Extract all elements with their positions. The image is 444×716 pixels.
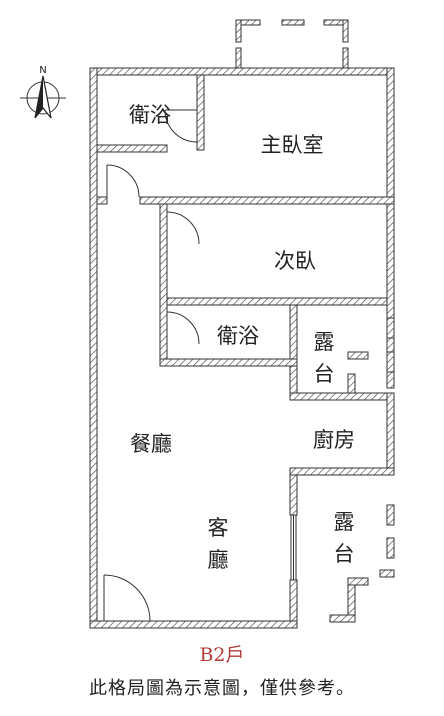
top-bay-window (235, 19, 349, 69)
compass-north-label: N (39, 65, 46, 76)
living-window (290, 514, 297, 581)
door-icon (106, 164, 140, 198)
room-label-dining: 餐廳 (130, 432, 172, 456)
room-label-second-bedroom: 次臥 (274, 249, 316, 273)
room-label-living: 廳 (208, 548, 229, 572)
room-label-bath-2: 衛浴 (217, 324, 259, 348)
room-label-bath-1: 衛浴 (129, 103, 171, 127)
door-icon (103, 574, 151, 622)
room-label-balcony-1: 台 (314, 362, 335, 386)
doors (103, 109, 200, 622)
room-label-balcony-2: 露 (334, 510, 355, 534)
disclaimer-caption: 此格局圖為示意圖，僅供參考。 (89, 678, 355, 699)
compass: N (20, 65, 66, 119)
unit-label: B2戶 (199, 644, 245, 666)
room-label-balcony-2: 台 (334, 542, 355, 566)
door-icon (166, 211, 200, 245)
door-icon (164, 109, 198, 143)
room-label-living: 客 (208, 516, 229, 540)
door-icon (166, 311, 200, 345)
room-labels: 衛浴 主臥室 次臥 衛浴 露 台 廚房 餐廳 客 廳 露 台 (129, 103, 355, 572)
room-label-master-bedroom: 主臥室 (261, 133, 324, 157)
room-label-kitchen: 廚房 (313, 428, 355, 452)
walls (89, 67, 395, 629)
room-label-balcony-1: 露 (314, 330, 335, 354)
